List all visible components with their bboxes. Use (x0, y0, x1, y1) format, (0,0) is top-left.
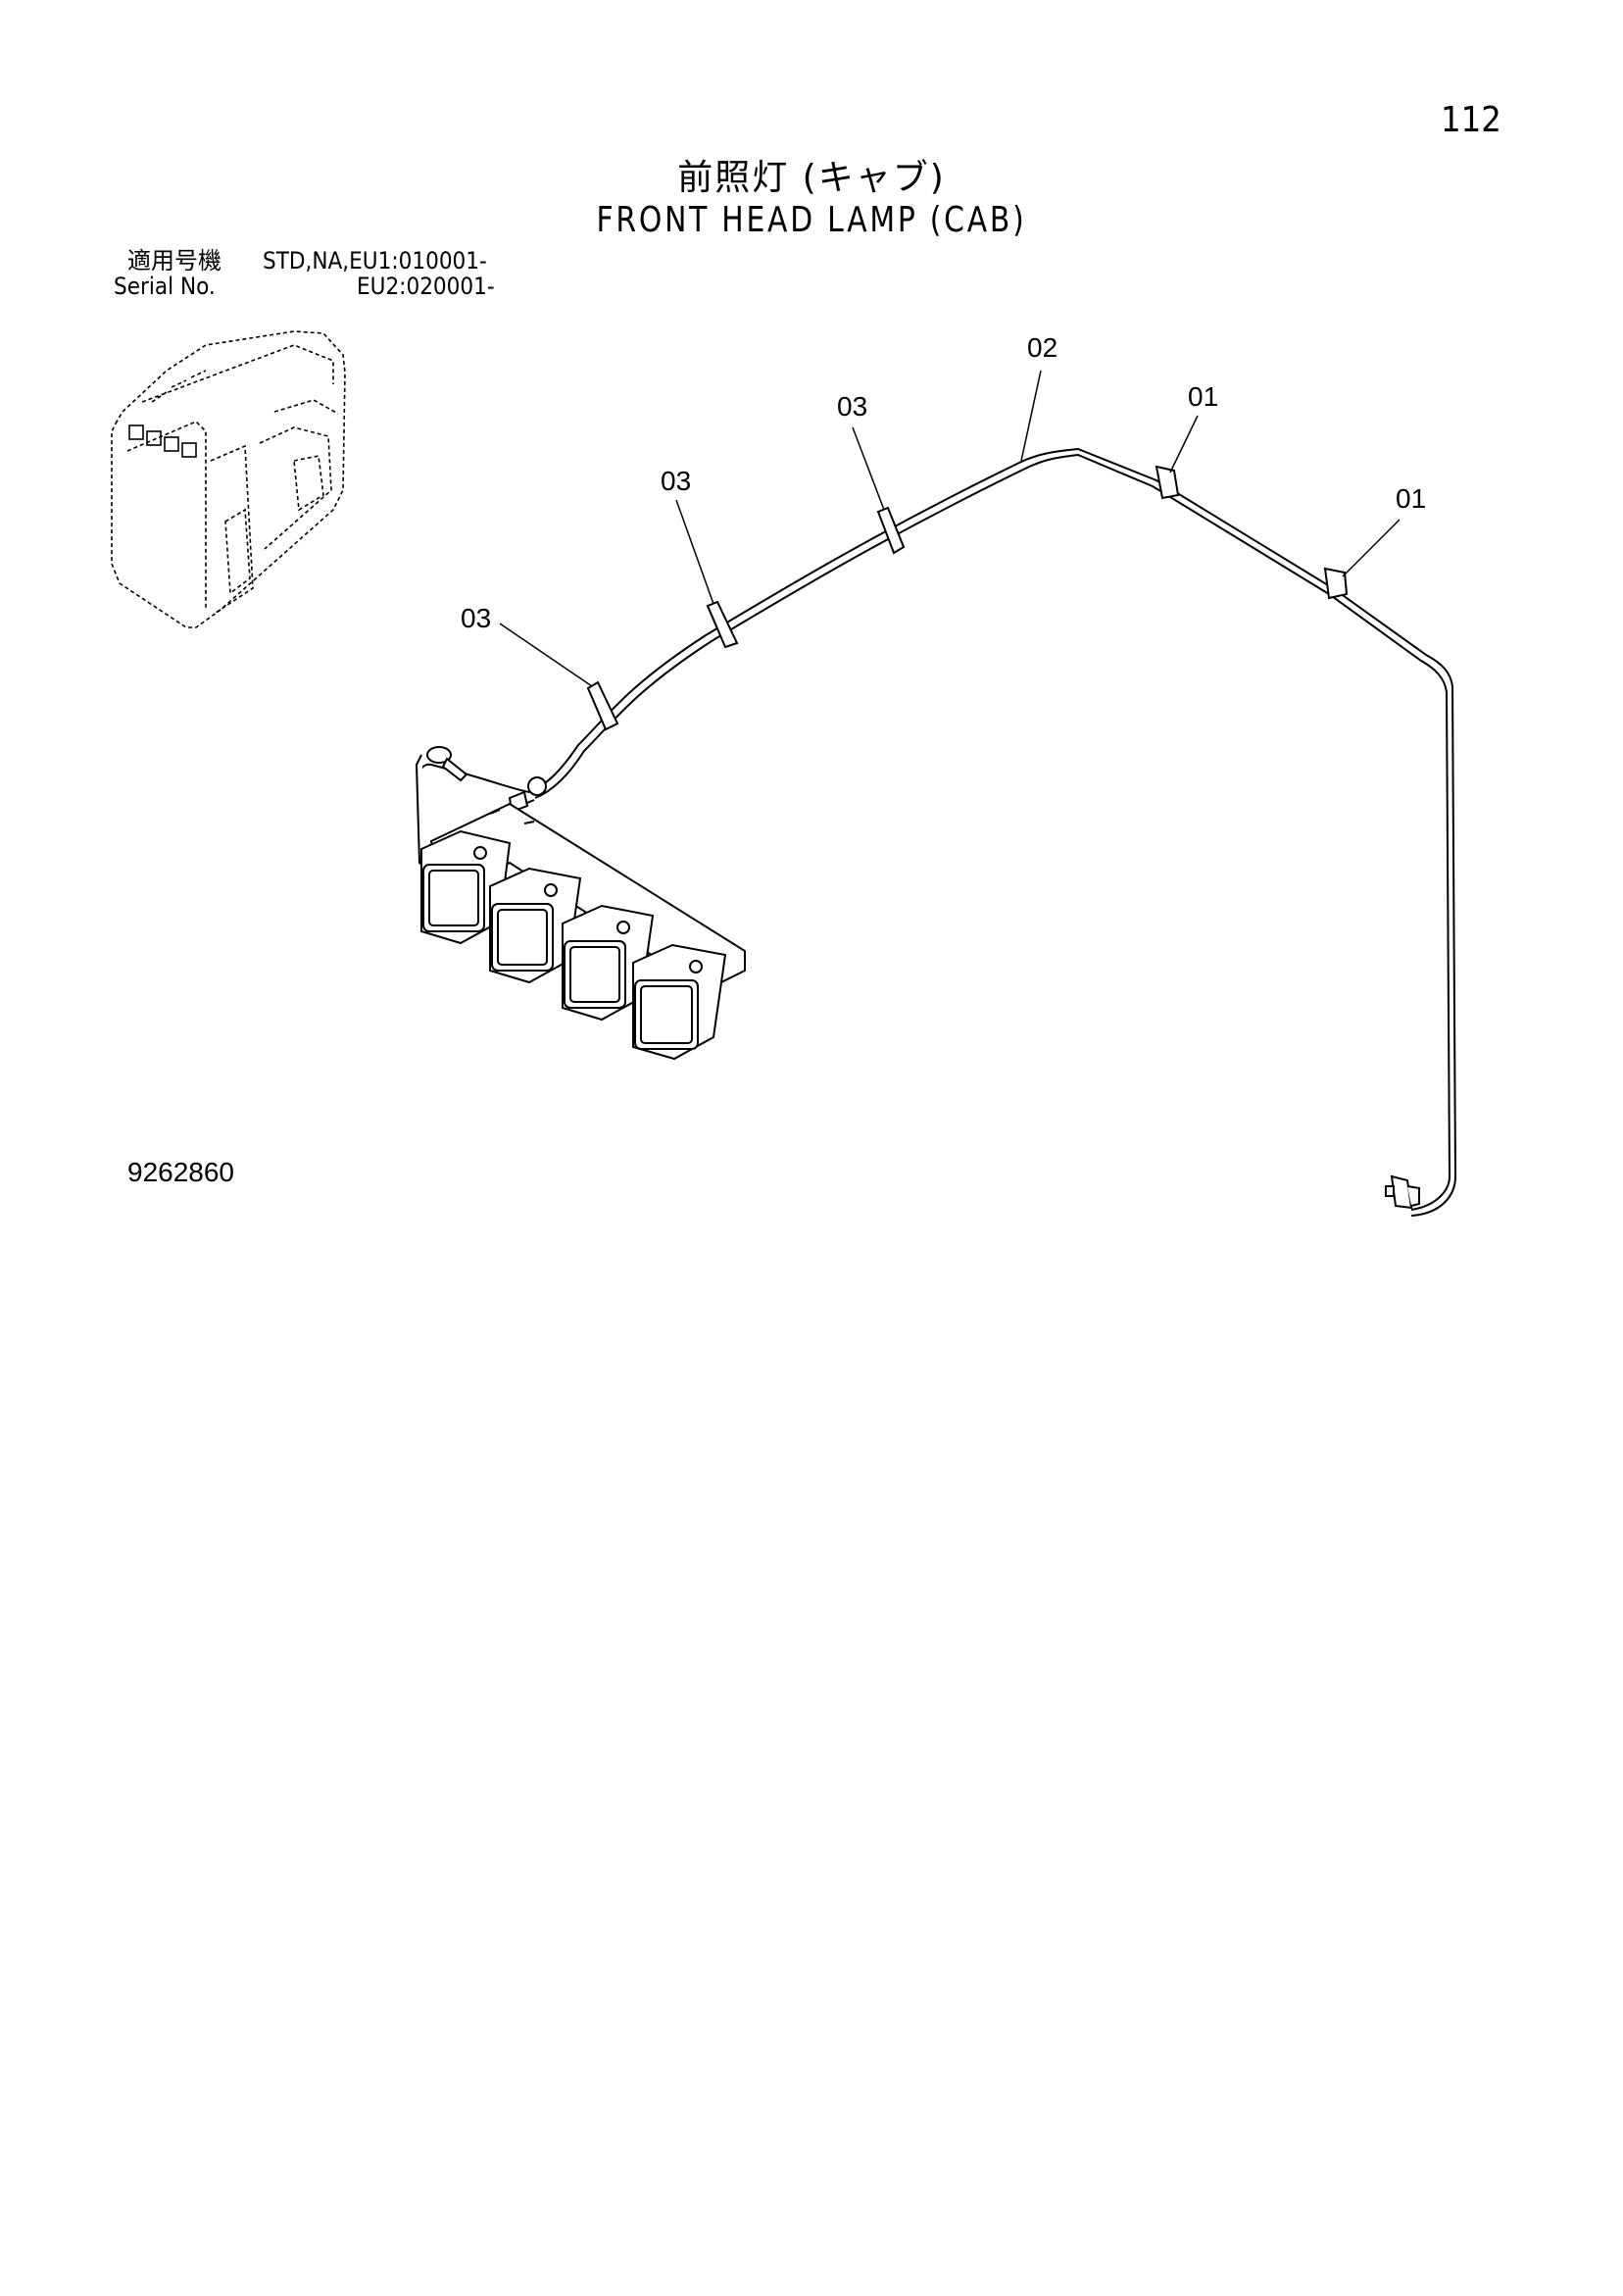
lamp-unit-3-icon (562, 904, 655, 1022)
head-lamp-assembly-icon (420, 802, 746, 1061)
cab-front-lamps-icon (128, 424, 197, 458)
drawing-number: 9262860 (127, 1157, 235, 1187)
serial-label-japanese: 適用号機 (127, 247, 221, 275)
callout-label: 02 (1027, 332, 1057, 363)
serial-range-eu2: EU2:020001- (357, 273, 495, 300)
clip-03-icon (586, 506, 906, 731)
lamp-unit-1-icon (420, 829, 512, 945)
wire-harness-icon (418, 447, 1457, 1217)
callout-label: 03 (461, 603, 491, 633)
leader-lines (499, 370, 1401, 687)
callout-label: 03 (661, 466, 691, 496)
callout-label: 01 (1188, 381, 1218, 412)
page-title-japanese: 前照灯 (キャブ) (677, 158, 946, 198)
serial-range-std: STD,NA,EU1:010001- (263, 247, 487, 275)
lamp-unit-4-icon (632, 943, 727, 1061)
lamp-unit-2-icon (489, 867, 582, 984)
page-title-english: FRONT HEAD LAMP (CAB) (596, 200, 1027, 240)
page-number: 112 (1441, 100, 1501, 140)
callout-label: 01 (1396, 483, 1426, 514)
callout-label: 03 (837, 391, 867, 422)
clip-01-icon (1155, 465, 1349, 600)
serial-label-english: Serial No. (114, 273, 216, 300)
harness-end-connector-icon (1385, 1174, 1420, 1210)
cab-outline-icon (111, 330, 346, 628)
